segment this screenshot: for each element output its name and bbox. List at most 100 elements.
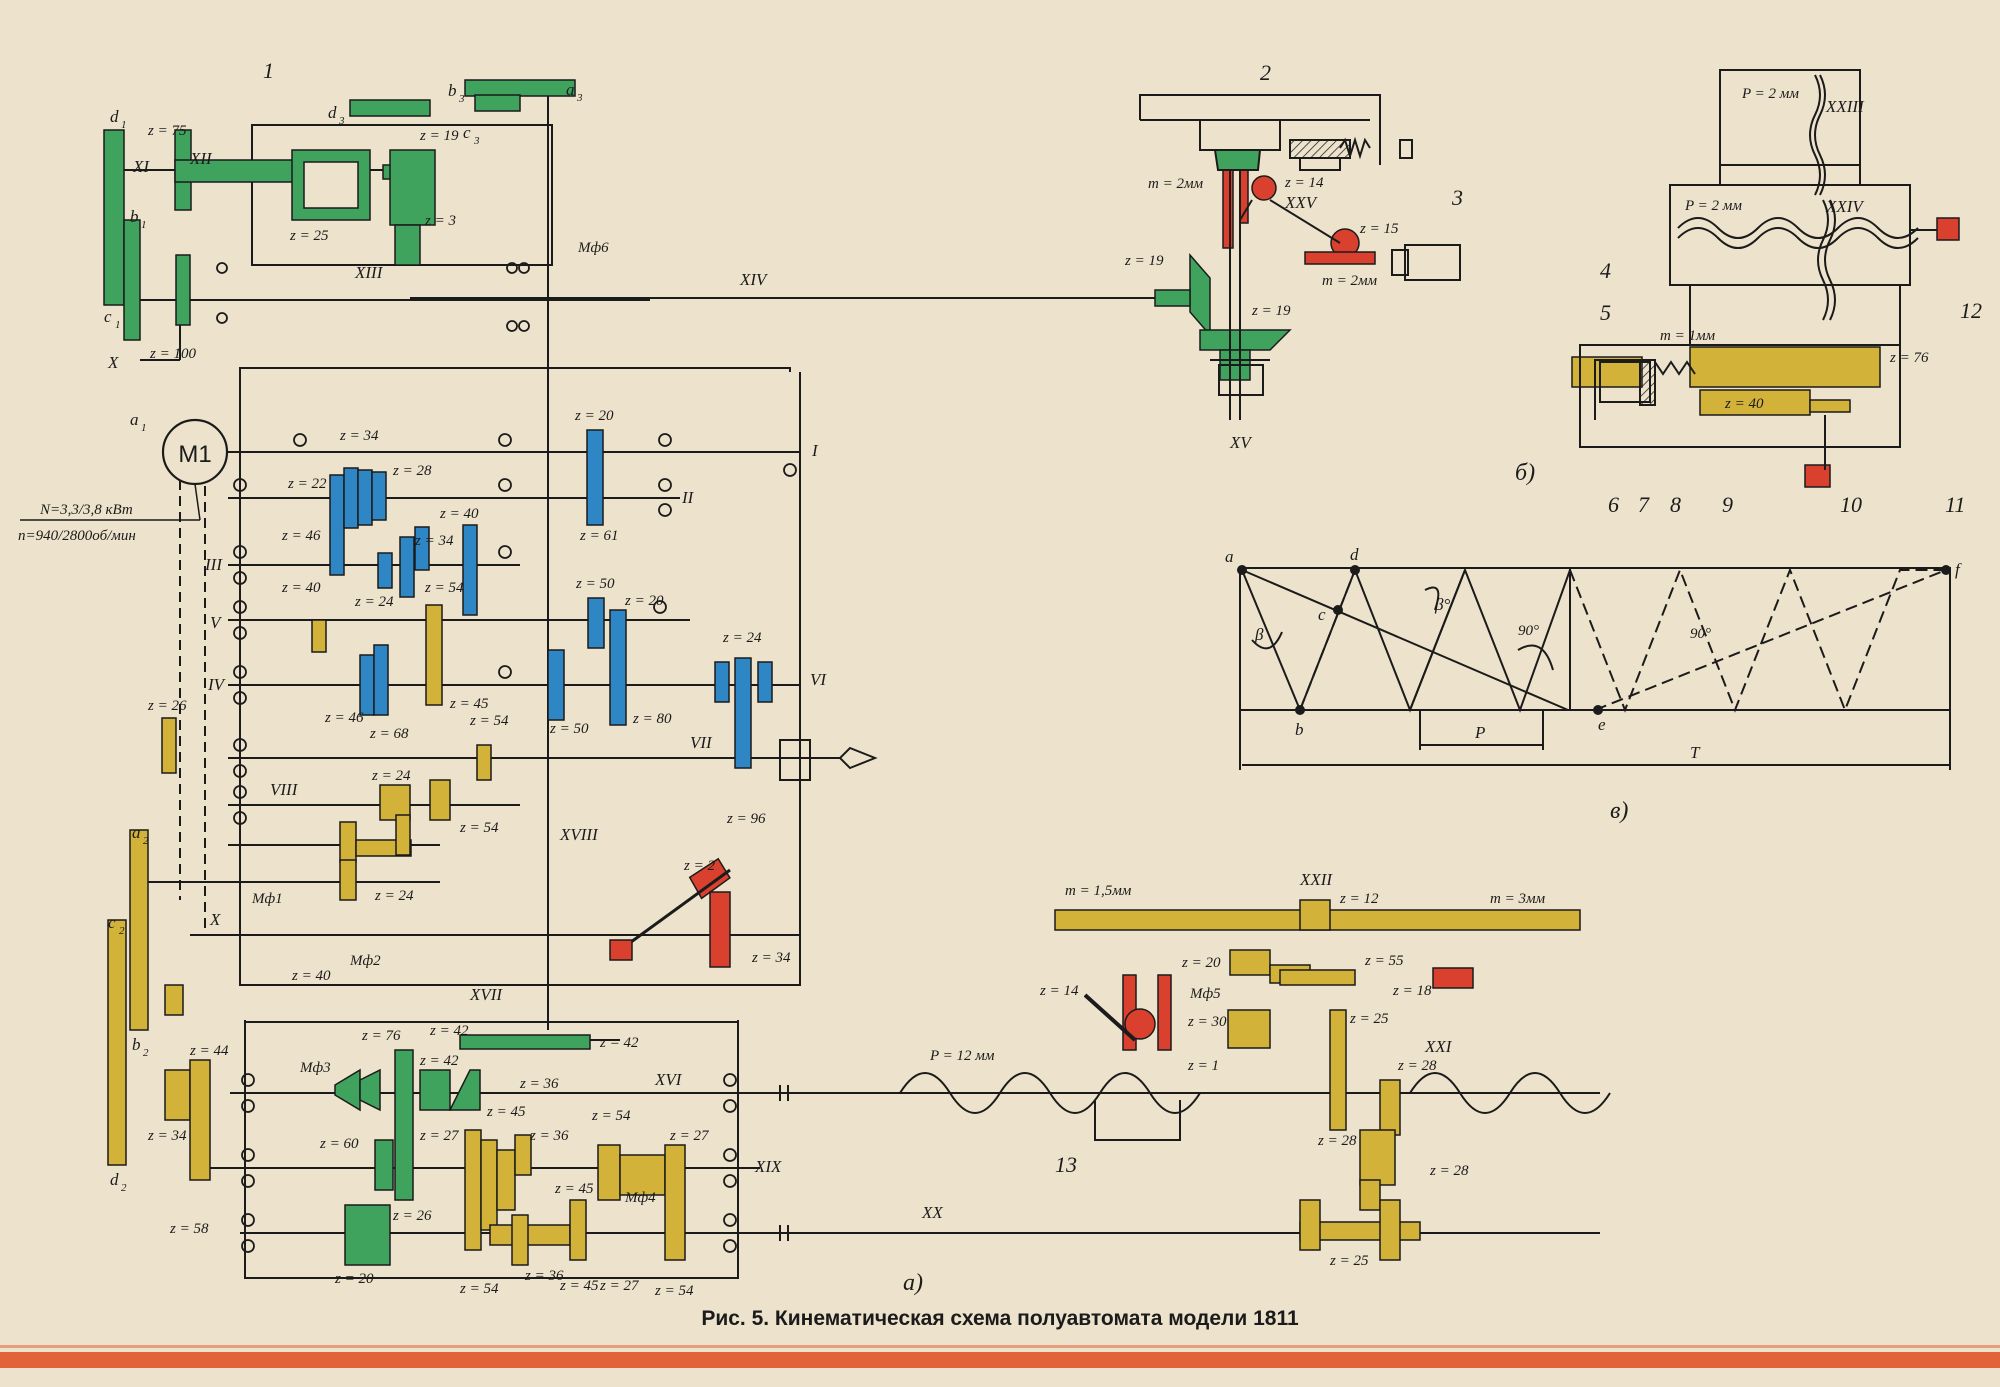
svg-text:z = 54: z = 54 — [654, 1283, 694, 1299]
callout-5: 5 — [1600, 300, 1611, 325]
svg-text:P: P — [1474, 723, 1485, 742]
green-gears — [103, 79, 1292, 1266]
svg-text:m = 2мм: m = 2мм — [1322, 273, 1378, 289]
svg-text:z = 34: z = 34 — [339, 428, 379, 444]
svg-text:z = 27: z = 27 — [419, 1128, 460, 1144]
svg-text:1: 1 — [141, 219, 147, 231]
svg-text:z = 60: z = 60 — [319, 1136, 359, 1152]
gear-b3: b — [448, 81, 457, 100]
svg-text:z = 75: z = 75 — [147, 123, 187, 139]
svg-text:1: 1 — [115, 319, 121, 331]
svg-text:z = 1: z = 1 — [1187, 1058, 1219, 1074]
svg-text:z = 28: z = 28 — [1429, 1163, 1469, 1179]
lead-screw-thread — [899, 1072, 1201, 1114]
shaft-label-XI: XI — [132, 157, 150, 176]
svg-text:z = 76: z = 76 — [361, 1028, 401, 1044]
svg-text:z = 25: z = 25 — [1329, 1253, 1369, 1269]
svg-text:3: 3 — [338, 115, 345, 127]
gear-d2: d — [110, 1170, 119, 1189]
svg-text:z = 68: z = 68 — [369, 726, 409, 742]
svg-text:z = 34: z = 34 — [414, 533, 454, 549]
svg-text:z = 19: z = 19 — [1124, 253, 1164, 269]
svg-text:2: 2 — [121, 1182, 127, 1194]
shaft-label-X: X — [209, 910, 221, 929]
svg-text:z = 42: z = 42 — [419, 1053, 459, 1069]
svg-text:z = 42: z = 42 — [599, 1035, 639, 1051]
svg-text:z = 45: z = 45 — [449, 696, 489, 712]
svg-text:T: T — [1690, 743, 1701, 762]
svg-text:P = 12 мм: P = 12 мм — [929, 1048, 995, 1064]
shaft-label-VII: VII — [690, 733, 713, 752]
clutch-mf3: Мф3 — [299, 1060, 331, 1076]
svg-text:90°: 90° — [1690, 626, 1711, 642]
gear-a3: a — [566, 80, 575, 99]
svg-text:z = 28: z = 28 — [392, 463, 432, 479]
shaft-label-XVIII: XVIII — [559, 825, 599, 844]
gear-c1: c — [104, 307, 112, 326]
callout-6: 6 — [1608, 492, 1619, 517]
gear-a1: a — [130, 410, 139, 429]
svg-text:z = 46: z = 46 — [281, 528, 321, 544]
spindle-tip — [838, 746, 878, 770]
svg-text:z = 26: z = 26 — [392, 1208, 432, 1224]
svg-text:z = 96: z = 96 — [726, 811, 766, 827]
svg-text:z = 24: z = 24 — [374, 888, 414, 904]
svg-text:z = 34: z = 34 — [147, 1128, 187, 1144]
svg-text:z = 25: z = 25 — [289, 228, 329, 244]
svg-text:z = 18: z = 18 — [1392, 983, 1432, 999]
gear-b1: b — [130, 207, 139, 226]
svg-text:3: 3 — [473, 135, 480, 147]
svg-text:z = 24: z = 24 — [722, 630, 762, 646]
svg-text:3: 3 — [576, 92, 583, 104]
svg-text:c: c — [1318, 605, 1326, 624]
svg-text:z = 24: z = 24 — [371, 768, 411, 784]
svg-text:z = 28: z = 28 — [1317, 1133, 1357, 1149]
svg-text:z = 19: z = 19 — [419, 128, 459, 144]
svg-text:z = 50: z = 50 — [549, 721, 589, 737]
figure-caption: Рис. 5. Кинематическая схема полуавтомат… — [701, 1307, 1299, 1330]
svg-text:z = 25: z = 25 — [1349, 1011, 1389, 1027]
panel-b — [1579, 69, 1937, 470]
blue-gears — [329, 429, 773, 769]
svg-text:z = 22: z = 22 — [287, 476, 327, 492]
svg-text:z = 20: z = 20 — [334, 1271, 374, 1287]
svg-text:2: 2 — [143, 1047, 149, 1059]
shaft-label-XXV: XXV — [1284, 193, 1319, 212]
svg-text:z = 27: z = 27 — [599, 1278, 640, 1294]
shaft-label-V: V — [210, 613, 223, 632]
svg-text:z = 55: z = 55 — [1364, 953, 1404, 969]
callout-2: 2 — [1260, 60, 1271, 85]
gear-b2: b — [132, 1035, 141, 1054]
callout-3: 3 — [1451, 185, 1463, 210]
svg-text:a: a — [1225, 547, 1234, 566]
callout-11: 11 — [1945, 492, 1965, 517]
panel-label-b: б) — [1515, 460, 1535, 486]
svg-text:z = 45: z = 45 — [486, 1104, 526, 1120]
svg-text:z = 50: z = 50 — [575, 576, 615, 592]
shaft-label-XX: XX — [921, 1203, 943, 1222]
shaft-label-XII: XII — [189, 149, 213, 168]
shaft-label-XVII: XVII — [469, 985, 503, 1004]
gear-d1: d — [110, 107, 119, 126]
gear-c3: c — [463, 123, 471, 142]
clutch-mf6: Мф6 — [577, 240, 609, 256]
svg-text:m = 3мм: m = 3мм — [1490, 891, 1546, 907]
svg-text:z = 58: z = 58 — [169, 1221, 209, 1237]
svg-text:z = 14: z = 14 — [1284, 175, 1324, 191]
svg-text:z = 54: z = 54 — [459, 1281, 499, 1297]
shaft-label-I: I — [811, 441, 819, 460]
svg-text:z = 40: z = 40 — [281, 580, 321, 596]
callout-4: 4 — [1600, 258, 1611, 283]
panel-label-c: в) — [1610, 798, 1628, 824]
svg-text:P = 2 мм: P = 2 мм — [1741, 86, 1799, 102]
yellow-gears — [107, 346, 1881, 1266]
callout-13: 13 — [1055, 1152, 1077, 1177]
shaft-label-XVI: XVI — [654, 1070, 683, 1089]
svg-text:z = 30: z = 30 — [1187, 1014, 1227, 1030]
svg-text:z = 40: z = 40 — [291, 968, 331, 984]
shaft-label-XXIV: XXIV — [1825, 197, 1865, 216]
svg-text:m = 1мм: m = 1мм — [1660, 328, 1716, 344]
svg-text:z = 36: z = 36 — [529, 1128, 569, 1144]
panel-label-a: а) — [903, 1270, 923, 1296]
